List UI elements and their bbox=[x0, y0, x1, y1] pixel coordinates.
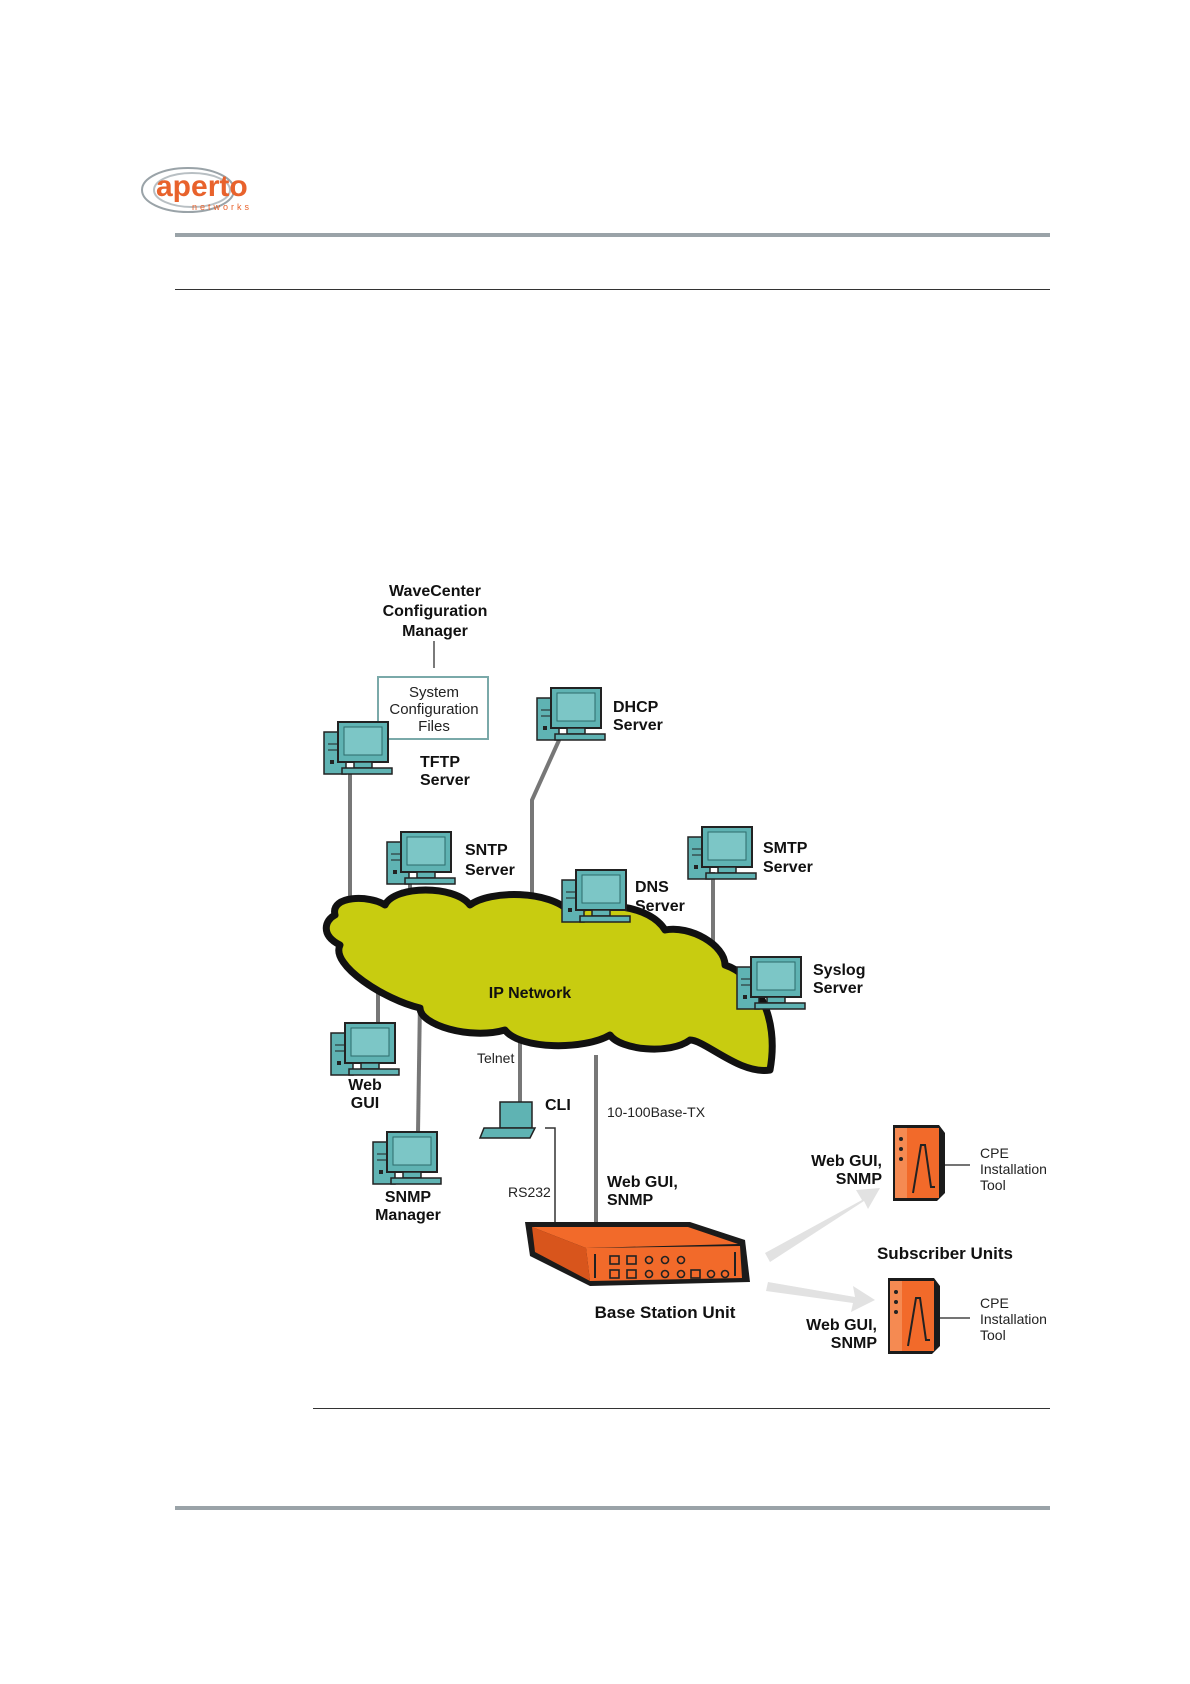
logo-sub-text: networks bbox=[192, 202, 252, 212]
logo-brand-text: aperto bbox=[156, 170, 248, 203]
cpe-tool-1-label-3: Tool bbox=[980, 1177, 1006, 1193]
subscriber-arrows bbox=[765, 1188, 880, 1312]
syslog-server-computer-icon bbox=[736, 956, 806, 1010]
snmp-manager-label-2: Manager bbox=[375, 1207, 441, 1224]
subscriber-units-label: Subscriber Units bbox=[877, 1244, 1013, 1263]
cpe-tool-2-label-2: Installation bbox=[980, 1311, 1047, 1327]
su1-label-2: SNMP bbox=[836, 1171, 883, 1188]
line-dhcp bbox=[530, 737, 562, 935]
footer-rule-thick bbox=[175, 1506, 1050, 1510]
config-files-label-3: Files bbox=[418, 718, 450, 735]
line-rs232 bbox=[545, 1127, 556, 1228]
subscriber-unit-1-icon bbox=[892, 1124, 946, 1202]
aperto-logo: aperto networks bbox=[141, 167, 252, 213]
bsu-web-gui-label-1: Web GUI, bbox=[607, 1174, 678, 1191]
cli-label: CLI bbox=[545, 1097, 571, 1114]
su1-label-1: Web GUI, bbox=[811, 1153, 882, 1170]
dhcp-label-2: Server bbox=[613, 717, 663, 734]
ip-network-label: IP Network bbox=[489, 985, 572, 1002]
sntp-server-computer-icon bbox=[386, 831, 456, 885]
base-station-label: Base Station Unit bbox=[595, 1303, 736, 1322]
snmp-manager-label-1: SNMP bbox=[385, 1189, 432, 1206]
config-files-box bbox=[377, 676, 489, 740]
web-gui-computer-icon bbox=[330, 1022, 400, 1076]
wavecenter-label-3: Manager bbox=[402, 623, 468, 640]
base-tx-label: 10-100Base-TX bbox=[607, 1104, 706, 1120]
dhcp-server-computer-icon bbox=[536, 687, 606, 741]
cpe-tool-2-label-1: CPE bbox=[980, 1295, 1009, 1311]
bsu-web-gui-label-2: SNMP bbox=[607, 1192, 654, 1209]
su2-label-2: SNMP bbox=[831, 1335, 878, 1352]
config-files-label-1: System bbox=[409, 684, 459, 701]
cpe-tool-1-label-2: Installation bbox=[980, 1161, 1047, 1177]
cpe-tool-2-label-3: Tool bbox=[980, 1327, 1006, 1343]
web-gui-label-2: GUI bbox=[351, 1095, 379, 1112]
rs232-label: RS232 bbox=[508, 1184, 551, 1200]
dhcp-label-1: DHCP bbox=[613, 699, 659, 716]
wavecenter-label-1: WaveCenter bbox=[389, 583, 481, 600]
cpe-tool-1-label-1: CPE bbox=[980, 1145, 1009, 1161]
sntp-label-1: SNTP bbox=[465, 842, 508, 859]
smtp-label-2: Server bbox=[763, 859, 813, 876]
syslog-label-2: Server bbox=[813, 980, 863, 997]
dns-label-1: DNS bbox=[635, 879, 669, 896]
snmp-manager-computer-icon bbox=[372, 1131, 442, 1185]
line-snmp bbox=[416, 999, 422, 1134]
telnet-label: Telnet bbox=[477, 1050, 514, 1066]
sntp-label-2: Server bbox=[465, 862, 515, 879]
ip-network-cloud bbox=[322, 886, 776, 1074]
header-rule-thin bbox=[175, 289, 1050, 290]
tftp-label-1: TFTP bbox=[420, 754, 460, 771]
tftp-server-computer-icon bbox=[323, 721, 393, 775]
smtp-server-computer-icon bbox=[687, 826, 757, 880]
config-files-label-2: Configuration bbox=[389, 701, 478, 718]
wavecenter-label-2: Configuration bbox=[383, 603, 488, 620]
tftp-label-2: Server bbox=[420, 772, 470, 789]
header-rule-thick bbox=[175, 233, 1050, 237]
su2-label-1: Web GUI, bbox=[806, 1317, 877, 1334]
base-station-unit-icon bbox=[525, 1222, 750, 1286]
syslog-label-1: Syslog bbox=[813, 962, 865, 979]
figure-rule bbox=[313, 1408, 1050, 1409]
smtp-label-1: SMTP bbox=[763, 840, 808, 857]
dns-label-2: Server bbox=[635, 898, 685, 915]
cli-laptop-icon bbox=[478, 1101, 537, 1139]
web-gui-label-1: Web bbox=[348, 1077, 382, 1094]
subscriber-unit-2-icon bbox=[887, 1277, 941, 1355]
